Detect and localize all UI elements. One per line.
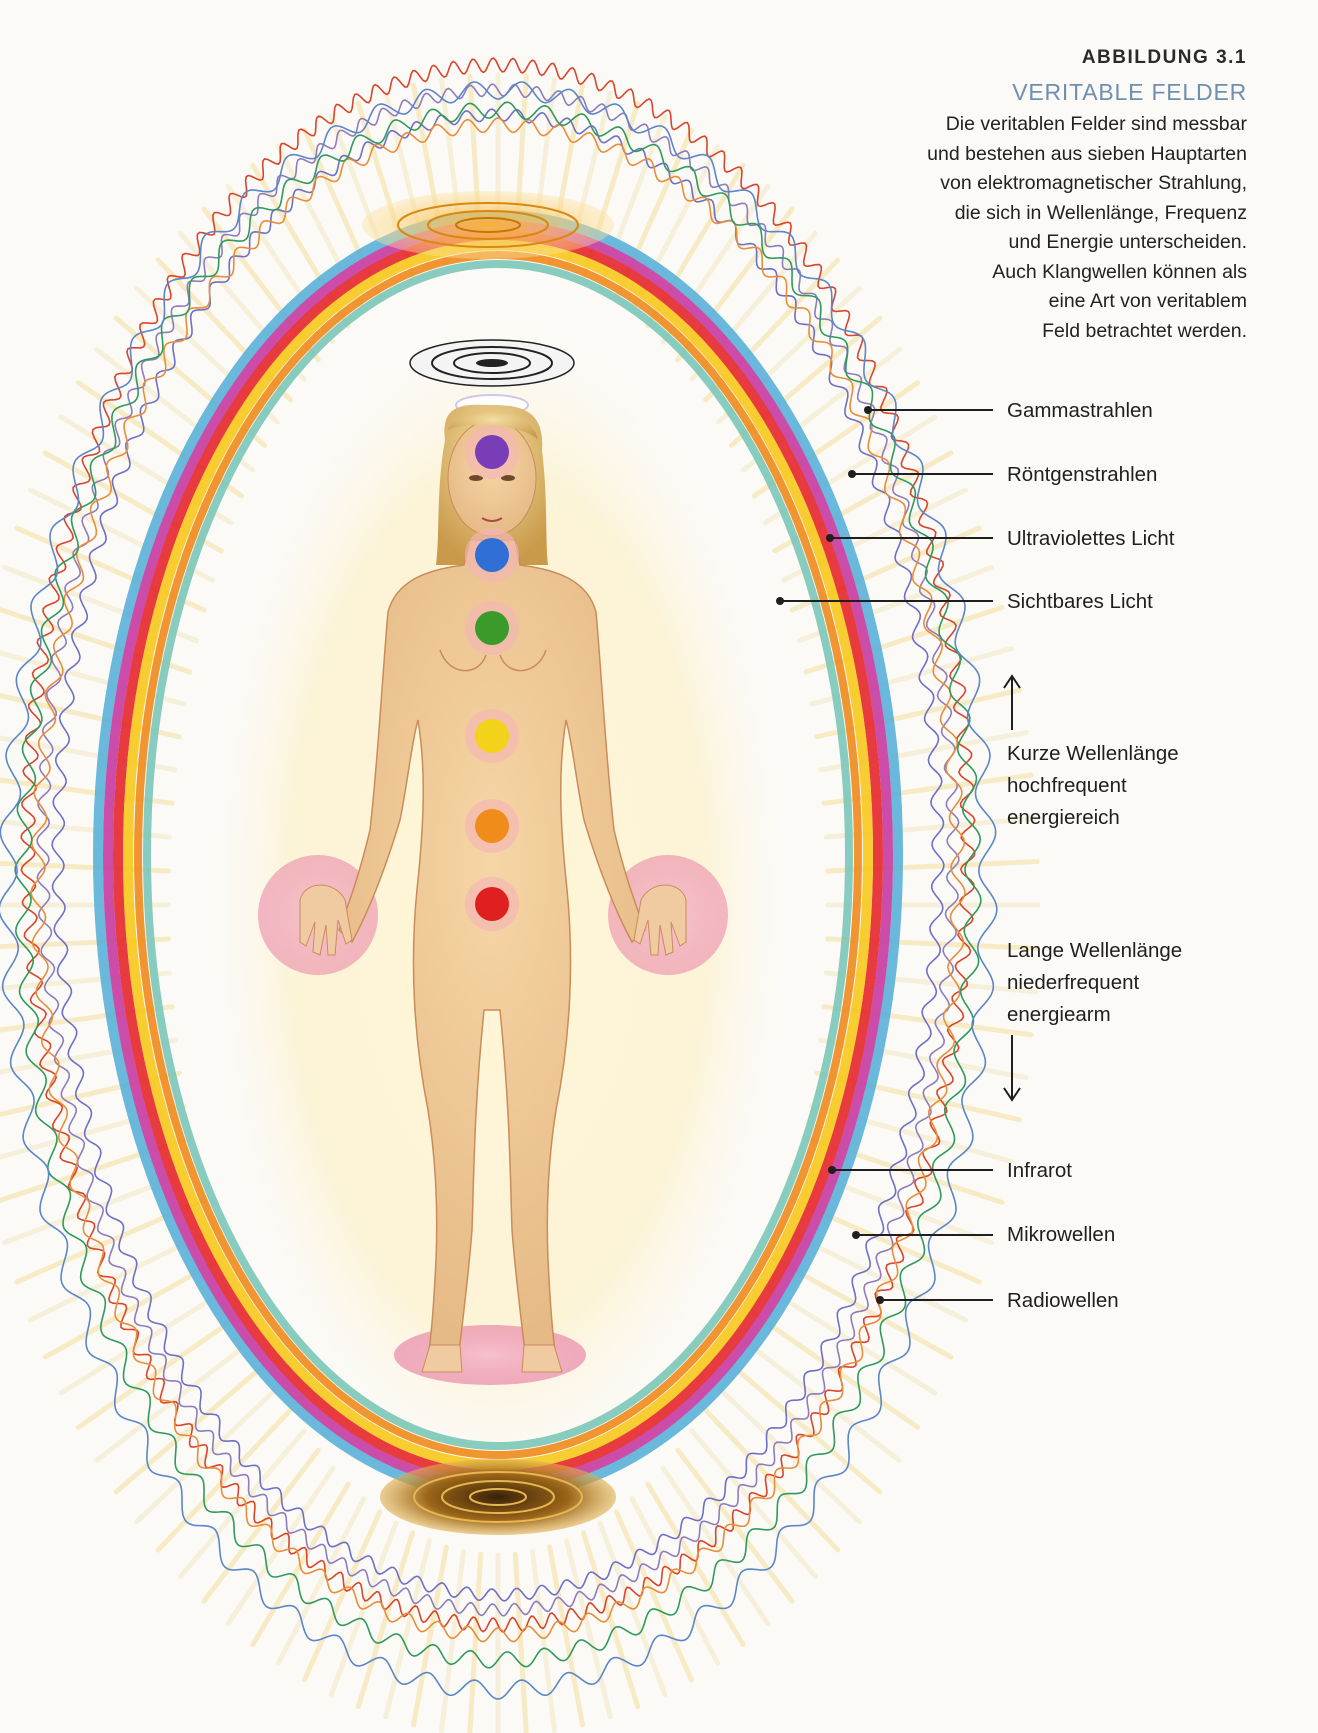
earth-disc-icon [380,1459,616,1535]
arrow-down-icon [1004,1035,1020,1100]
label-ultraviolettes-licht: Ultraviolettes Licht [1007,528,1174,550]
short-wave-line: Kurze Wellenlänge [1007,738,1179,770]
sunburst-ray [567,1541,611,1717]
sunburst-ray [358,1533,412,1707]
chakra-dot [475,719,509,753]
label-roentgenstrahlen: Röntgenstrahlen [1007,464,1157,486]
description-line: und bestehen aus sieben Hauptarten [777,140,1247,170]
description-line: von elektromagnetischer Strahlung, [777,169,1247,199]
connector-dot [828,1166,836,1174]
sunburst-ray [532,1551,554,1730]
short-wave-line: energiereich [1007,802,1179,834]
description-line: Die veritablen Felder sind messbar [777,110,1247,140]
sunburst-ray [414,1547,447,1725]
crown-disc-icon [362,191,614,259]
sunburst-ray [442,1551,464,1730]
figure-caption: ABBILDUNG 3.1 VERITABLE FELDER Die verit… [777,44,1247,346]
connector-dot [864,406,872,414]
description-line: Feld betrachtet werden. [777,317,1247,347]
chakra-dot [475,538,509,572]
label-gammastrahlen: Gammastrahlen [1007,400,1153,422]
label-sichtbares-licht: Sichtbares Licht [1007,591,1153,613]
short-wavelength-note: Kurze Wellenlänge hochfrequent energiere… [1007,738,1179,834]
long-wave-line: Lange Wellenlänge [1007,935,1182,967]
sunburst-ray [550,1547,583,1725]
chakra-dot [475,435,509,469]
arrow-up-icon [1004,676,1020,730]
long-wave-line: niederfrequent [1007,967,1182,999]
chakra-dot [475,611,509,645]
short-wave-line: hochfrequent [1007,770,1179,802]
connector-dot [852,1231,860,1239]
long-wavelength-note: Lange Wellenlänge niederfrequent energie… [1007,935,1182,1031]
description-line: Auch Klangwellen können als [777,258,1247,288]
label-mikrowellen: Mikrowellen [1007,1224,1115,1246]
chakra-dot [475,887,509,921]
sunburst-ray [515,1554,526,1733]
figure-label: ABBILDUNG 3.1 [777,44,1247,72]
connector-dot [876,1296,884,1304]
description-line: die sich in Wellenlänge, Frequenz [777,199,1247,229]
figure-description: Die veritablen Felder sind messbar und b… [777,110,1247,346]
description-line: eine Art von veritablem [777,287,1247,317]
figure-title: VERITABLE FELDER [777,76,1247,108]
sunburst-ray [470,1554,481,1733]
connector-dot [826,534,834,542]
connector-dot [848,470,856,478]
label-infrarot: Infrarot [1007,1160,1072,1182]
sunburst-ray [583,1533,637,1707]
connector-dot [776,597,784,605]
chakra-dot [475,809,509,843]
long-wave-line: energiearm [1007,999,1182,1031]
description-line: und Energie unterscheiden. [777,228,1247,258]
label-radiowellen: Radiowellen [1007,1290,1119,1312]
